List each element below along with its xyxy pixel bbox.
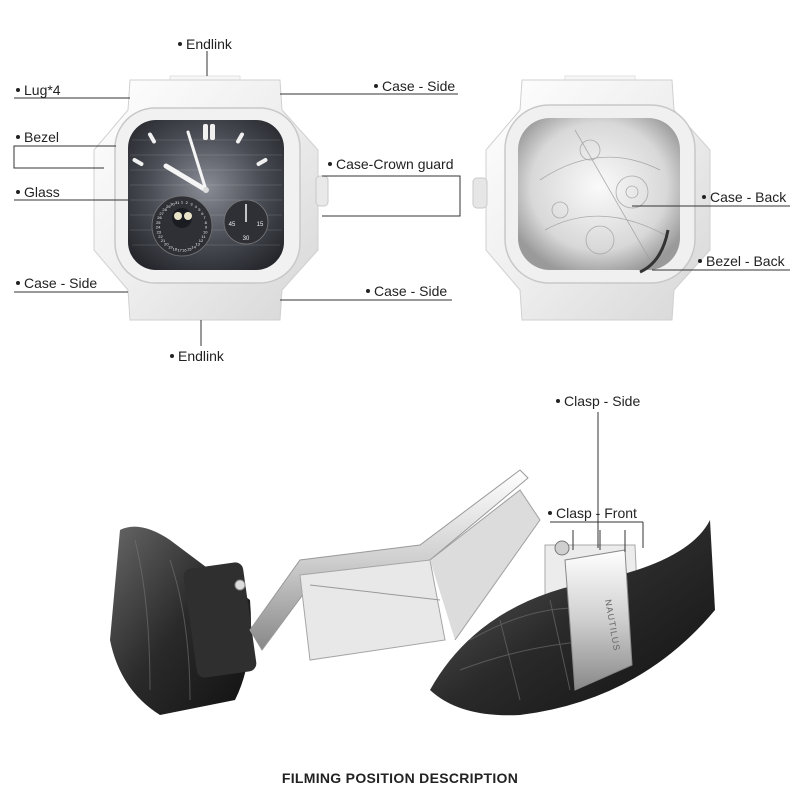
bullet-icon <box>170 354 174 359</box>
date-numeral: 6 <box>201 211 204 216</box>
date-numeral: 25 <box>156 220 161 225</box>
date-numeral: 21 <box>161 238 166 243</box>
label-case-side-bottom-right: Case - Side <box>366 283 447 299</box>
date-numeral: 8 <box>205 220 208 225</box>
label-endlink-bottom: Endlink <box>170 348 224 364</box>
date-numeral: 11 <box>201 234 206 239</box>
date-numeral: 13 <box>195 242 200 247</box>
label-text: Clasp - Side <box>564 393 641 409</box>
label-case-crown-guard: Case-Crown guard <box>328 156 454 172</box>
date-numeral: 15 <box>187 246 192 251</box>
bullet-icon <box>548 511 552 516</box>
label-glass: Glass <box>16 184 60 200</box>
power-reserve-numeral: 30 <box>243 236 250 242</box>
label-case-back: Case - Back <box>702 189 786 205</box>
date-numeral: 17 <box>177 247 182 252</box>
label-endlink-top: Endlink <box>178 36 232 52</box>
label-text: Lug*4 <box>24 82 61 98</box>
date-numeral: 18 <box>173 246 178 251</box>
back-watch <box>472 75 711 321</box>
clasp-illustration <box>110 469 715 716</box>
date-numeral: 5 <box>198 207 201 212</box>
date-numeral: 1 <box>181 200 184 205</box>
bullet-icon <box>16 88 20 93</box>
bullet-icon <box>16 190 20 195</box>
date-numeral: 28 <box>162 207 167 212</box>
label-case-side-bottom-left: Case - Side <box>16 275 97 291</box>
date-numeral: 30 <box>170 201 175 206</box>
date-numeral: 2 <box>186 200 189 205</box>
date-numeral: 22 <box>158 234 163 239</box>
label-text: Case - Side <box>24 275 98 291</box>
label-text: Endlink <box>178 348 224 364</box>
label-bezel: Bezel <box>16 129 59 145</box>
bullet-icon <box>178 42 182 47</box>
bullet-icon <box>556 399 560 404</box>
date-numeral: 27 <box>159 211 164 216</box>
date-numeral: 10 <box>203 230 208 235</box>
date-numeral: 29 <box>166 204 171 209</box>
label-text: Case - Side <box>382 78 456 94</box>
date-numeral: 31 <box>175 200 180 205</box>
date-numeral: 26 <box>157 215 162 220</box>
label-text: Clasp - Front <box>556 505 637 521</box>
bullet-icon <box>374 84 378 89</box>
bullet-icon <box>16 281 20 286</box>
subdial-right-numbers: 45 15 30 <box>229 222 264 242</box>
label-text: Endlink <box>186 36 232 52</box>
date-numeral: 19 <box>168 245 173 250</box>
bullet-icon <box>16 135 20 140</box>
date-numeral: 3 <box>190 201 193 206</box>
date-numeral: 9 <box>205 225 208 230</box>
label-text: Case-Crown guard <box>336 156 454 172</box>
date-numeral: 16 <box>182 247 187 252</box>
page-title: FILMING POSITION DESCRIPTION <box>281 770 519 786</box>
date-numeral: 24 <box>156 225 161 230</box>
date-numeral: 7 <box>203 215 206 220</box>
label-lug: Lug*4 <box>16 82 61 98</box>
power-reserve-numeral: 15 <box>257 222 264 228</box>
date-numeral: 14 <box>191 245 196 250</box>
date-numeral: 20 <box>164 242 169 247</box>
date-numeral: 12 <box>199 238 204 243</box>
label-text: Case - Side <box>374 283 448 299</box>
front-watch <box>93 75 329 321</box>
date-numeral: 4 <box>195 204 198 209</box>
leader-lines <box>13 51 790 548</box>
bullet-icon <box>366 289 370 294</box>
bullet-icon <box>698 259 702 264</box>
label-text: Bezel <box>24 129 60 145</box>
bullet-icon <box>328 162 332 167</box>
label-clasp-front: Clasp - Front <box>548 505 637 521</box>
label-bezel-back: Bezel - Back <box>698 253 785 269</box>
bullet-icon <box>702 195 706 200</box>
power-reserve-numeral: 45 <box>229 222 236 228</box>
label-case-side-top-right: Case - Side <box>374 78 455 94</box>
label-text: Bezel - Back <box>706 253 785 269</box>
label-text: Glass <box>24 184 60 200</box>
date-numeral: 23 <box>157 230 162 235</box>
label-clasp-side: Clasp - Side <box>556 393 640 409</box>
label-text: Case - Back <box>710 189 787 205</box>
